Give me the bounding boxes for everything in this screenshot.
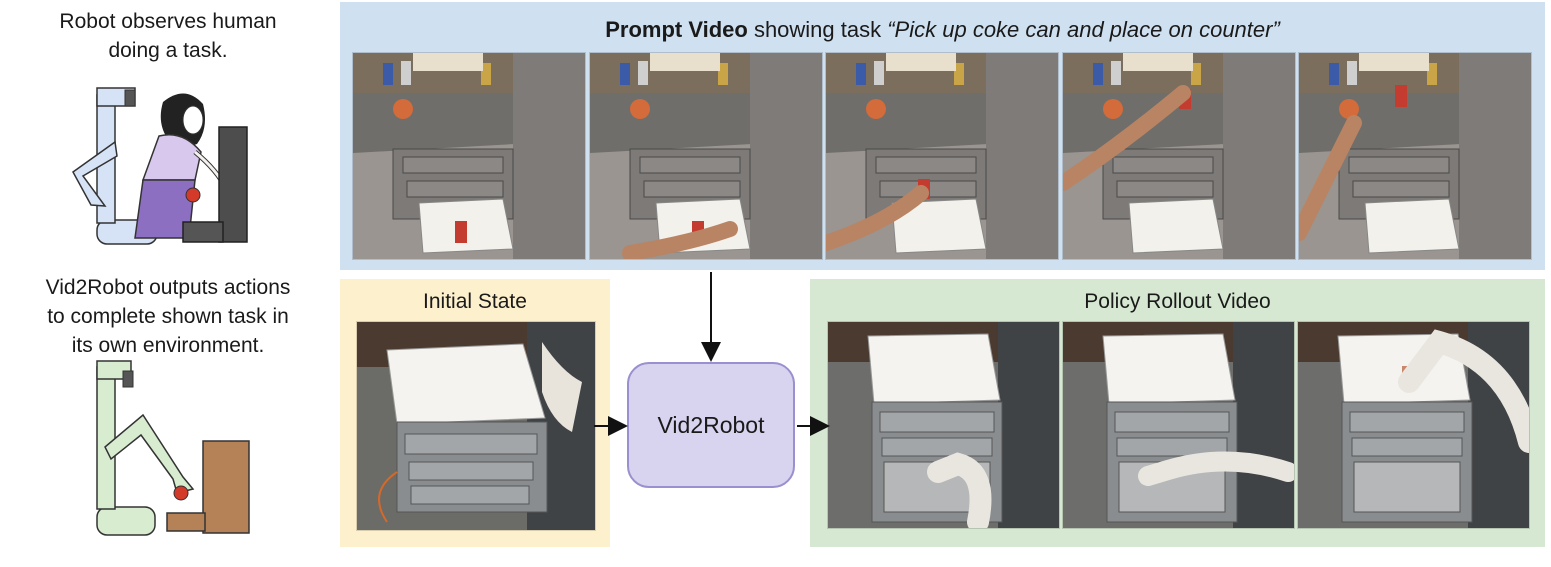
vid2robot-label: Vid2Robot [657, 411, 765, 438]
actor-robot-arm [104, 413, 195, 494]
policy-rollout-title: Policy Rollout Video [1084, 290, 1271, 313]
prompt-video-frame [1061, 52, 1296, 260]
caption-output-line-3: its own environment. [71, 334, 265, 357]
prompt-video-title-mid: showing task [747, 17, 888, 42]
prompt-video-frame [588, 52, 823, 260]
prompt-video-task-text: “Pick up coke can and place on counter” [887, 17, 1280, 42]
vid2robot-model-box: Vid2Robot [627, 362, 795, 488]
observed-counter-shelf [182, 221, 224, 243]
observed-counter [218, 126, 248, 243]
observer-robot-arm [72, 140, 118, 207]
prompt-video-title-bold: Prompt Video [605, 17, 748, 42]
initial-state-title: Initial State [423, 290, 527, 313]
caption-observe-line-2: doing a task. [108, 39, 228, 62]
robot-observes-human-illustration [72, 87, 248, 245]
prompt-video-frame [825, 52, 1059, 260]
cabinet-shape [202, 440, 250, 534]
apple-icon [185, 187, 201, 203]
actor-robot-mast [96, 366, 116, 510]
human-face [182, 105, 204, 135]
prompt-video-frame [352, 52, 586, 260]
policy-rollout-frame [827, 321, 1060, 529]
caption-output: Vid2Robot outputs actions to complete sh… [8, 273, 328, 360]
initial-state-frame [356, 321, 596, 531]
prompt-video-title: Prompt Video showing task “Pick up coke … [340, 17, 1545, 43]
policy-rollout-frame [1062, 321, 1295, 529]
robot-acts-illustration [96, 360, 250, 536]
actor-robot-camera [122, 370, 134, 388]
policy-rollout-frame [1297, 321, 1530, 529]
caption-observe-line-1: Robot observes human [59, 10, 277, 33]
actor-robot-base [96, 506, 156, 536]
prompt-video-frame [1298, 52, 1532, 260]
observer-robot-camera [124, 89, 136, 107]
apple-icon [173, 485, 189, 501]
caption-output-line-1: Vid2Robot outputs actions [45, 276, 291, 299]
cabinet-drawer-shape [166, 512, 206, 532]
human-shirt [141, 134, 202, 181]
caption-observe: Robot observes human doing a task. [8, 7, 328, 65]
caption-output-line-2: to complete shown task in [47, 305, 289, 328]
